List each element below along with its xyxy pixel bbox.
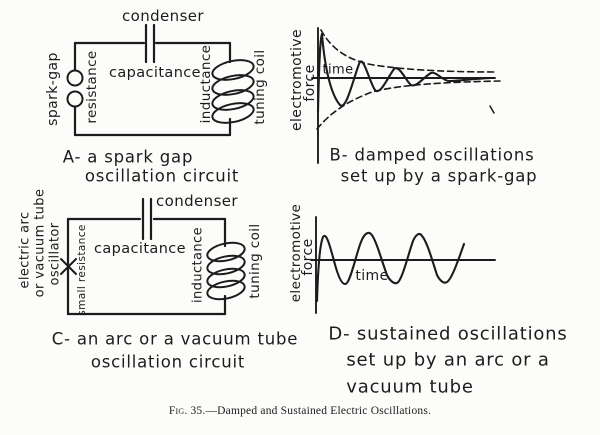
caption-c-line2: oscillation circuit: [90, 352, 246, 372]
circuit-c-drawing: [60, 197, 246, 316]
label-resistance: resistance: [84, 50, 100, 124]
caption-b-line2: set up by a spark-gap: [340, 166, 538, 186]
graph-d-drawing: [310, 216, 496, 314]
label-source-line2: or vacuum tube: [32, 188, 48, 298]
figure-caption-prefix: Fig. 35.: [168, 405, 206, 417]
label-condenser-c: condenser: [156, 192, 238, 210]
oscillator-x-mark: [60, 258, 77, 275]
label-spark-gap: spark-gap: [45, 52, 61, 126]
envelope-lower: [316, 80, 501, 130]
graph-b-drawing: [311, 27, 501, 164]
caption-d-line1: D- sustained oscillations: [328, 323, 568, 345]
label-source-line1: electric arc: [17, 211, 33, 289]
label-source-line3: oscillator: [47, 222, 63, 286]
coil-c: [206, 241, 246, 301]
label-time-d: time: [355, 268, 389, 284]
caption-b-line1: B- damped oscillations: [329, 145, 535, 165]
label-emf-b-line2: force: [302, 64, 318, 102]
label-capacitance-a: capacitance: [108, 65, 202, 81]
stray-mark: [489, 105, 495, 114]
label-emf-d-line2: force: [300, 238, 316, 276]
label-condenser-a: condenser: [122, 7, 204, 25]
label-inductance-a: inductance: [198, 44, 214, 124]
label-time-b: time: [322, 62, 354, 78]
label-small-resistance: small resistance: [76, 224, 88, 316]
circuit-a-drawing: [66, 23, 255, 137]
condenser-plates-c: [141, 197, 153, 241]
coil-a: [211, 59, 255, 124]
caption-d-line2: set up by an arc or a: [346, 349, 550, 371]
condenser-plates-a: [144, 23, 156, 64]
label-tuning-coil-c: tuning coil: [247, 223, 263, 299]
caption-a-line2: oscillation circuit: [84, 166, 240, 186]
spark-ball-bottom: [66, 90, 84, 108]
caption-c-line1: C- an arc or a vacuum tube: [51, 329, 299, 349]
damped-wave: [316, 32, 493, 114]
label-inductance-c: inductance: [190, 227, 206, 303]
figure-caption: Fig. 35.—Damped and Sustained Electric O…: [169, 405, 431, 417]
caption-d-line3: vacuum tube: [346, 376, 474, 398]
spark-ball-top: [66, 69, 84, 87]
envelope-upper: [320, 29, 497, 73]
label-capacitance-c: capacitance: [93, 241, 187, 257]
sustained-wave: [315, 231, 466, 303]
caption-a-line1: A- a spark gap: [62, 147, 194, 167]
figure-caption-text: —Damped and Sustained Electric Oscillati…: [205, 405, 432, 417]
label-tuning-coil-a: tuning coil: [252, 49, 268, 125]
